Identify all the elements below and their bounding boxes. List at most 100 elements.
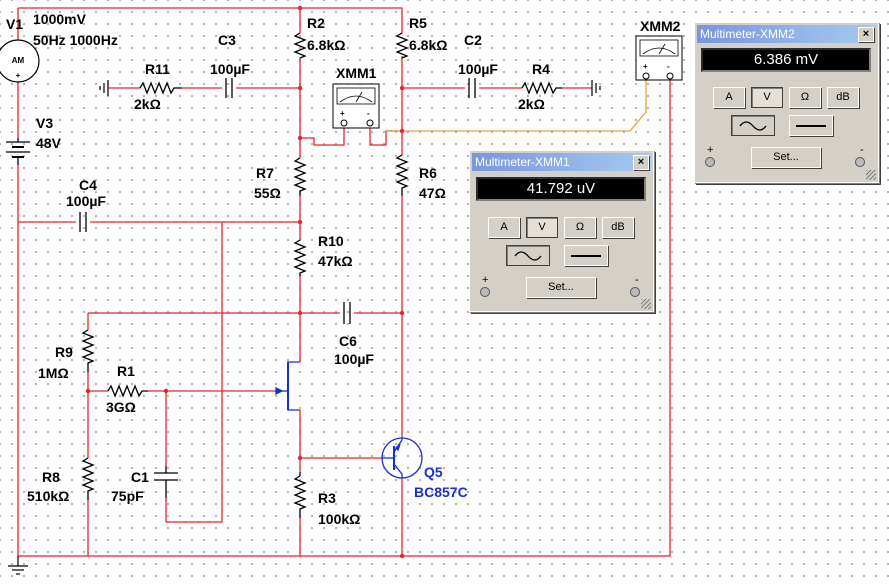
wires xyxy=(17,7,671,557)
xmm1-dc-mode-button[interactable] xyxy=(564,245,608,266)
r10-resistor-icon[interactable] xyxy=(293,239,307,276)
xmm1-reading: 41.792 uV xyxy=(526,180,596,197)
xmm1-reading-display: 41.792 uV xyxy=(476,177,646,201)
xmm1-title: Multimeter-XMM1 xyxy=(475,155,570,169)
r11-ref: R11 xyxy=(145,61,170,77)
r9-ref: R9 xyxy=(55,344,73,360)
xmm2-plus-jack-icon[interactable] xyxy=(705,157,715,167)
r3-value: 100kΩ xyxy=(318,511,360,527)
xmm1-title-bar[interactable]: Multimeter-XMM1 × xyxy=(472,153,651,171)
xmm2-minus-label: - xyxy=(860,144,864,156)
xmm2-title-bar[interactable]: Multimeter-XMM2 × xyxy=(697,25,876,43)
r6-resistor-icon[interactable] xyxy=(395,154,409,196)
c3-capacitor-icon[interactable] xyxy=(225,78,233,98)
xmm2-multimeter-icon[interactable]: + - xyxy=(635,35,683,81)
r4-resistor-icon[interactable] xyxy=(521,81,562,95)
multimeter-xmm2-window[interactable]: Multimeter-XMM2 × 6.386 mV A V Ω dB Set.… xyxy=(694,22,879,183)
ground-icon-main xyxy=(8,556,28,575)
r7-ref: R7 xyxy=(256,165,274,181)
xmm2-decibel-button[interactable]: dB xyxy=(827,87,859,108)
r4-ref: R4 xyxy=(532,61,550,77)
q5-value: BC857C xyxy=(414,484,468,500)
c1-value: 75pF xyxy=(111,488,144,504)
v1-amplitude: 1000mV xyxy=(33,11,87,27)
r7-resistor-icon[interactable] xyxy=(293,157,307,196)
q5-ref: Q5 xyxy=(424,464,443,480)
c2-value: 100µF xyxy=(458,61,498,77)
c1-capacitor-icon[interactable] xyxy=(154,466,178,498)
r8-value: 510kΩ xyxy=(27,488,69,504)
r10-ref: R10 xyxy=(318,233,344,249)
xmm1-ac-mode-button[interactable] xyxy=(506,245,550,266)
c2-ref: C2 xyxy=(464,32,482,48)
xmm1-ref: XMM1 xyxy=(336,65,377,81)
r1-ref: R1 xyxy=(117,363,135,379)
sine-wave-icon xyxy=(739,121,767,131)
svg-text:+: + xyxy=(340,109,345,118)
r1-resistor-icon[interactable] xyxy=(107,384,148,398)
svg-text:+: + xyxy=(643,62,648,71)
xmm2-probe-wire xyxy=(386,80,647,132)
xmm2-minus-jack-icon[interactable] xyxy=(855,157,865,167)
xmm2-dc-mode-button[interactable] xyxy=(789,115,833,136)
dc-line-icon xyxy=(571,255,601,257)
r10-value: 47kΩ xyxy=(318,253,353,269)
r5-value: 6.8kΩ xyxy=(409,37,447,53)
r11-value: 2kΩ xyxy=(134,96,161,112)
v1-am-source-icon[interactable]: AM + xyxy=(0,39,40,83)
xmm1-multimeter-icon[interactable]: + - xyxy=(332,83,380,129)
xmm1-decibel-button[interactable]: dB xyxy=(602,217,634,238)
xmm2-reading: 6.386 mV xyxy=(753,51,819,68)
xmm1-ohmmeter-button[interactable]: Ω xyxy=(564,217,596,238)
v1-ref: V1 xyxy=(6,16,23,32)
xmm1-voltmeter-button[interactable]: V xyxy=(526,217,558,238)
c6-value: 100µF xyxy=(334,351,374,367)
xmm2-ammeter-button[interactable]: A xyxy=(713,87,745,108)
r5-resistor-icon[interactable] xyxy=(395,32,409,59)
r2-ref: R2 xyxy=(307,15,325,31)
c4-ref: C4 xyxy=(79,177,97,193)
v1-frequency: 50Hz 1000Hz xyxy=(33,32,118,48)
svg-text:AM: AM xyxy=(12,56,25,65)
xmm2-resize-grip-icon[interactable] xyxy=(866,170,876,180)
c3-ref: C3 xyxy=(218,32,236,48)
xmm2-close-button[interactable]: × xyxy=(858,27,874,42)
v3-battery-icon[interactable] xyxy=(6,138,30,165)
r5-ref: R5 xyxy=(409,15,427,31)
r4-value: 2kΩ xyxy=(518,96,545,112)
r3-ref: R3 xyxy=(318,490,336,506)
q5-transistor-icon[interactable] xyxy=(381,437,423,479)
xmm1-resize-grip-icon[interactable] xyxy=(641,299,651,309)
xmm2-voltmeter-button[interactable]: V xyxy=(751,87,783,108)
xmm1-close-button[interactable]: × xyxy=(633,155,649,170)
c4-value: 100µF xyxy=(66,193,106,209)
sine-wave-icon xyxy=(514,251,542,261)
r2-resistor-icon[interactable] xyxy=(293,32,307,59)
dc-line-icon xyxy=(796,125,826,127)
r3-resistor-icon[interactable] xyxy=(293,475,307,518)
xmm1-ammeter-button[interactable]: A xyxy=(488,217,520,238)
xmm1-set-button[interactable]: Set... xyxy=(526,277,596,298)
ground-icon-r4 xyxy=(591,80,601,96)
svg-text:-: - xyxy=(367,109,370,118)
r1-value: 3GΩ xyxy=(106,399,136,415)
r8-resistor-icon[interactable] xyxy=(81,457,95,500)
xmm1-plus-jack-icon[interactable] xyxy=(480,287,490,297)
jfet-transistor-icon[interactable] xyxy=(275,361,300,411)
v3-ref: V3 xyxy=(36,115,53,131)
xmm2-set-button[interactable]: Set... xyxy=(751,147,821,168)
xmm2-ohmmeter-button[interactable]: Ω xyxy=(789,87,821,108)
xmm2-ac-mode-button[interactable] xyxy=(731,115,775,136)
svg-text:+: + xyxy=(16,71,21,80)
c4-capacitor-icon[interactable] xyxy=(79,212,87,232)
c3-value: 100µF xyxy=(210,61,250,77)
multimeter-xmm1-window[interactable]: Multimeter-XMM1 × 41.792 uV A V Ω dB Set… xyxy=(469,150,654,312)
xmm1-minus-jack-icon[interactable] xyxy=(630,287,640,297)
r8-ref: R8 xyxy=(42,469,60,485)
c6-capacitor-icon[interactable] xyxy=(343,302,351,324)
r9-resistor-icon[interactable] xyxy=(81,329,95,372)
r11-resistor-icon[interactable] xyxy=(139,81,182,95)
c2-capacitor-icon[interactable] xyxy=(468,78,476,98)
xmm1-minus-label: - xyxy=(635,274,639,286)
